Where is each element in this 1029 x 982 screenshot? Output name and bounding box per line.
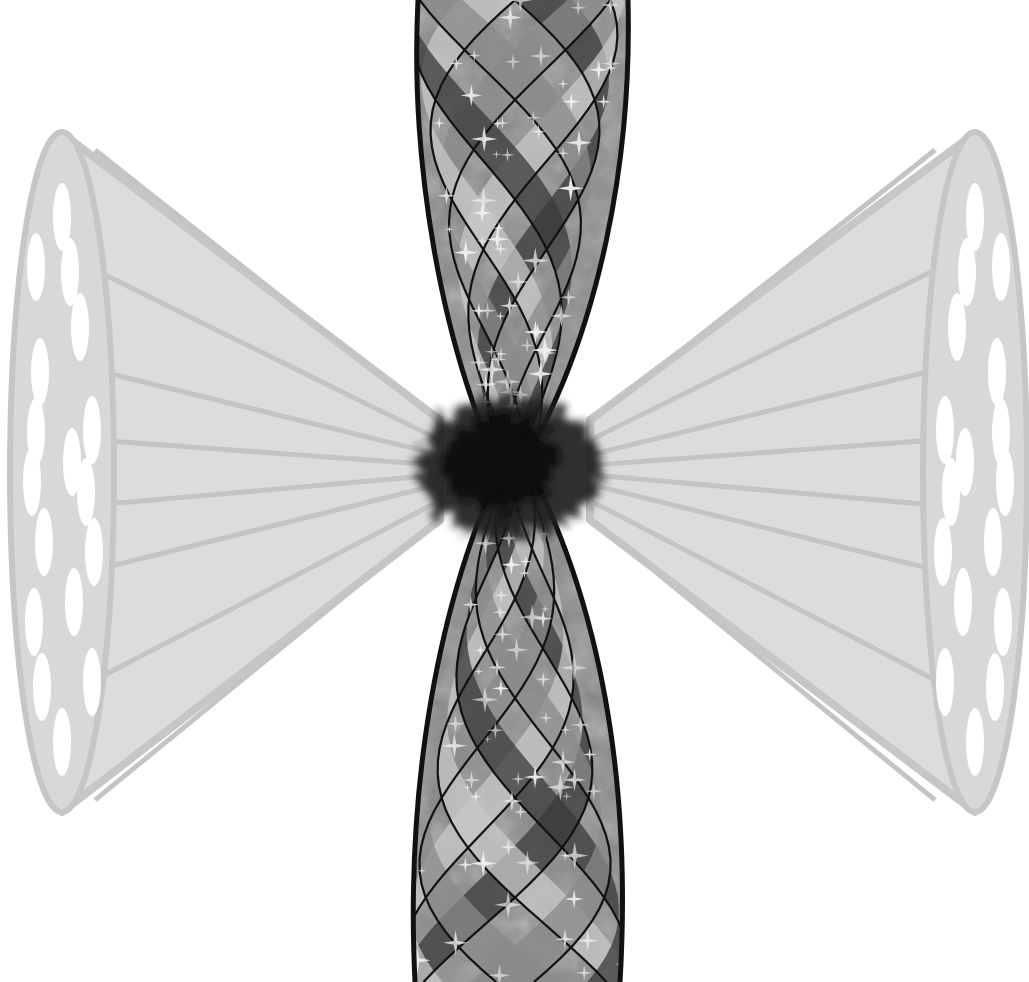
fiber-core (27, 398, 45, 466)
coupling-region (418, 398, 602, 538)
fiber-core (958, 238, 976, 306)
fiber-core (27, 233, 45, 301)
fiber-core (942, 458, 960, 526)
fiber-core (992, 398, 1010, 466)
fiber-core (994, 588, 1012, 656)
fiber-core (53, 708, 71, 776)
fiber-core (948, 293, 966, 361)
fiber-core (71, 293, 89, 361)
fiber-core (85, 518, 103, 586)
fiber-core (936, 396, 954, 464)
fiber-core (966, 708, 984, 776)
fiber-core (936, 648, 954, 716)
right-bundle-cone (590, 133, 975, 812)
left-fiber-bundle (10, 132, 440, 812)
left-bundle-cone (62, 133, 440, 812)
fiber-core (992, 233, 1010, 301)
fiber-core (25, 588, 43, 656)
fiber-core (83, 396, 101, 464)
fiber-core (77, 458, 95, 526)
fiber-core (83, 648, 101, 716)
fiber-core (954, 568, 972, 636)
right-fiber-bundle (590, 132, 1027, 812)
fiber-core (984, 508, 1002, 576)
fiber-core (65, 568, 83, 636)
fiber-core (33, 653, 51, 721)
fiber-core (31, 338, 49, 406)
fiber-core (988, 338, 1006, 406)
fiber-core (986, 653, 1004, 721)
fiber-core (35, 508, 53, 576)
coupling-blob-core (442, 414, 558, 510)
fiber-core (934, 518, 952, 586)
fiber-core (61, 238, 79, 306)
